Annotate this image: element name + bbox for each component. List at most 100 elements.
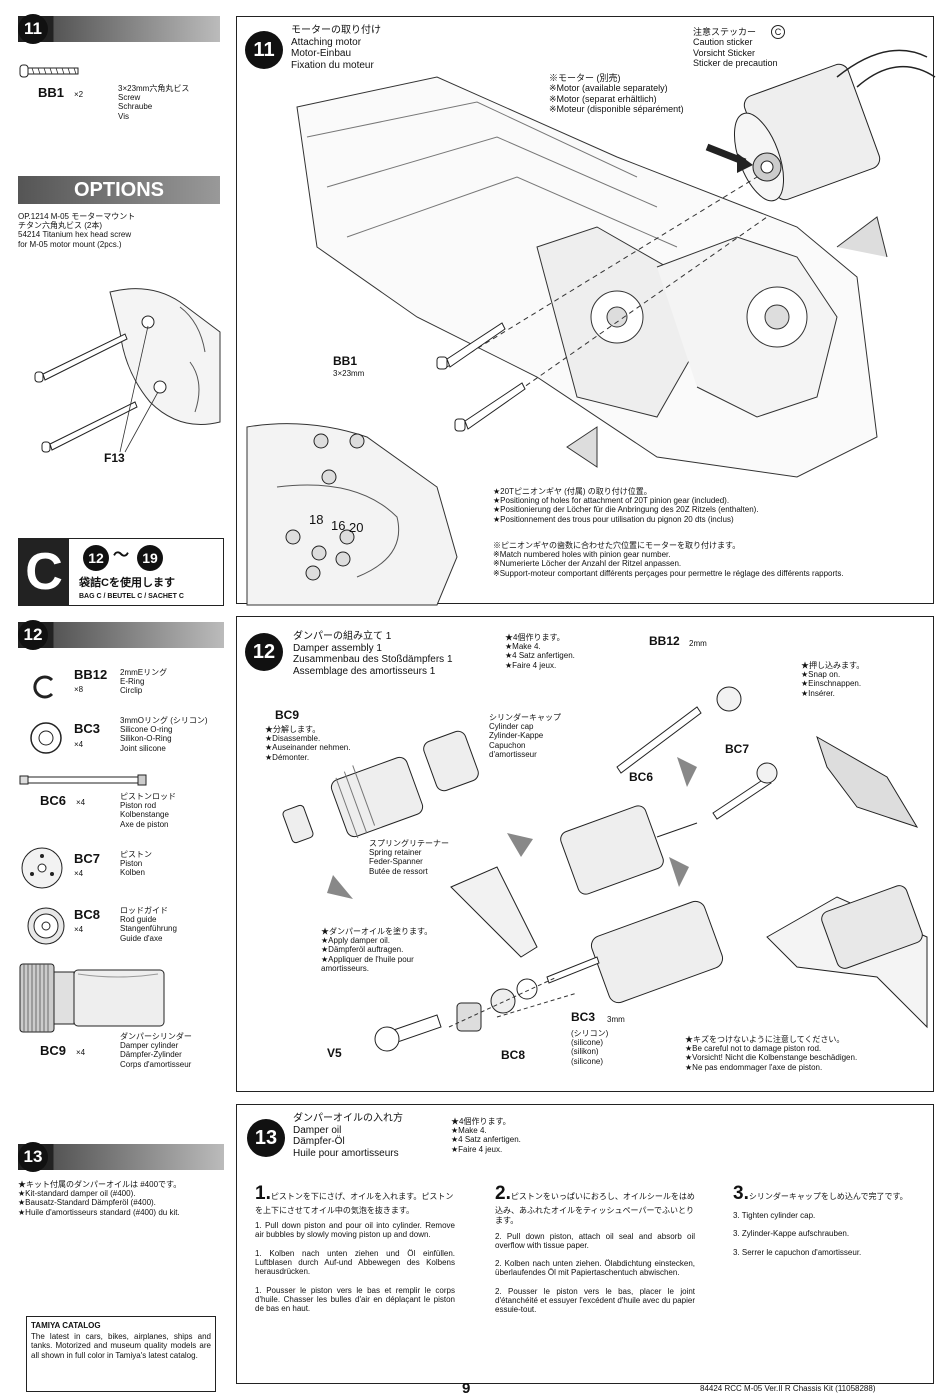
panel12-bc3: BC3 xyxy=(571,1010,596,1024)
pinion-match-note: ※ピニオンギヤの歯数に合わせた穴位置にモーターを取り付けます。 ※Match n… xyxy=(493,541,844,578)
options-illustration xyxy=(34,288,221,453)
e-ring-icon xyxy=(33,675,54,699)
caution-sticker-text: 注意ステッカー Caution sticker Vorsicht Sticker… xyxy=(693,27,778,69)
step12-header-bar xyxy=(18,622,224,648)
apply-oil-note: ★ダンパーオイルを塗ります。 ★Apply damper oil. ★Dämpf… xyxy=(321,927,433,973)
bag-c-letter: C xyxy=(19,539,69,605)
range-start: 12 xyxy=(83,545,109,571)
disassemble-note: ★分解します。 ★Disassemble. ★Auseinander nehme… xyxy=(265,725,351,762)
oil-step-1-jp: ピストンを下にさげ、オイルを入れます。ピストンを上下にさせてオイル中の気泡を抜き… xyxy=(255,1192,454,1215)
part-bb12-qty: ×8 xyxy=(74,685,84,694)
range-end: 19 xyxy=(137,545,163,571)
panel-step13: 13 ダンパーオイルの入れ方 Damper oil Dämpfer-Öl Hui… xyxy=(236,1104,934,1384)
bag-c-jp: 袋詰Cを使用します xyxy=(79,577,175,589)
panel13-make4: ★4個作ります。 ★Make 4. ★4 Satz anfertigen. ★F… xyxy=(451,1117,521,1154)
part-bc7-desc: ピストン Piston Kolben xyxy=(120,850,152,878)
step13-header-bar xyxy=(18,1144,224,1170)
oil-step-3-num: 3. xyxy=(733,1183,749,1204)
part-bc3-code: BC3 xyxy=(74,721,101,736)
model-name: 84424 RCC M-05 Ver.II R Chassis Kit (110… xyxy=(700,1384,876,1393)
panel12-bc3-silicone: (シリコン) (silicone) (silikon) (silicone) xyxy=(571,1029,609,1066)
panel-step11: 11 モーターの取り付け Attaching motor Motor-Einba… xyxy=(236,16,936,606)
step11-number: 11 xyxy=(18,14,48,44)
panel11-title: モーターの取り付け Attaching motor Motor-Einbau F… xyxy=(291,25,381,71)
part-bc8-code: BC8 xyxy=(74,907,101,922)
panel12-number: 12 xyxy=(245,633,283,671)
panel13-number: 13 xyxy=(247,1119,285,1157)
catalog-box: TAMIYA CATALOG The latest in cars, bikes… xyxy=(26,1316,216,1392)
panel11-number: 11 xyxy=(245,31,283,69)
pinion-hole-16: 16 xyxy=(331,518,346,533)
pinion-position-note: ★20Tピニオンギヤ (付属) の取り付け位置。 ★Positioning of… xyxy=(493,487,759,524)
damper-cylinder-icon xyxy=(19,963,165,1033)
panel12-bc6: BC6 xyxy=(629,770,654,784)
oil-step-1-text: 1. Pull down piston and pour oil into cy… xyxy=(255,1221,455,1313)
motor-note: ※モーター (別売) ※Motor (available separately)… xyxy=(549,73,684,115)
panel12-v5: V5 xyxy=(327,1046,342,1060)
step12-number: 12 xyxy=(18,620,48,650)
panel-step12: 12 ダンパーの組み立て 1 Damper assembly 1 Zusamme… xyxy=(236,616,934,1092)
pinion-hole-18: 18 xyxy=(309,512,324,527)
bag-c-box: C 12 ～ 19 袋詰Cを使用します BAG C / BEUTEL C / S… xyxy=(18,538,224,606)
panel12-bb12: BB12 xyxy=(649,634,680,648)
part-bb12-desc: 2mmEリング E-Ring Circlip xyxy=(120,668,168,696)
range-sep: ～ xyxy=(113,547,130,564)
piston-icon xyxy=(21,847,63,889)
panel12-bb12-size: 2mm xyxy=(689,639,707,648)
bag-c-multi: BAG C / BEUTEL C / SACHET C xyxy=(79,593,184,600)
options-title: OPTIONS xyxy=(18,176,220,204)
bb1-desc: 3×23mm六角丸ビス Screw Schraube Vis xyxy=(118,84,190,121)
rod-guide-icon xyxy=(27,907,65,945)
panel11-bb1-size: 3×23mm xyxy=(333,369,365,378)
panel12-make4: ★4個作ります。 ★Make 4. ★4 Satz anfertigen. ★F… xyxy=(505,633,575,670)
o-ring-icon xyxy=(30,722,62,754)
part-bc9-desc: ダンパーシリンダー Damper cylinder Dämpfer-Zylind… xyxy=(120,1032,192,1069)
oil-step-2-text: 2. Pull down piston, attach oil seal and… xyxy=(495,1231,695,1315)
panel12-bc3-size: 3mm xyxy=(607,1015,625,1024)
part-bc9-qty: ×4 xyxy=(76,1048,86,1057)
oil-step-3: 3.シリンダーキャップをしめ込んで完了です。 3. Tighten cylind… xyxy=(733,1183,923,1257)
step13-oil-note: ★キット付属のダンパーオイルは #400です。 ★Kit-standard da… xyxy=(18,1180,182,1217)
panel12-bc7: BC7 xyxy=(725,742,750,756)
motor-chassis-illustration xyxy=(246,49,936,606)
part-bc7-code: BC7 xyxy=(74,851,101,866)
part-bc6-qty: ×4 xyxy=(76,798,86,807)
oil-step-2-num: 2. xyxy=(495,1183,511,1204)
bb1-code: BB1 xyxy=(38,85,65,100)
part-bb12-code: BB12 xyxy=(74,667,108,682)
panel12-bc9: BC9 xyxy=(275,708,300,722)
part-bc9-code: BC9 xyxy=(40,1043,67,1058)
part-bc3-qty: ×4 xyxy=(74,740,84,749)
screw-icon xyxy=(19,64,79,78)
catalog-title: TAMIYA CATALOG xyxy=(31,1321,101,1330)
step13-number: 13 xyxy=(18,1142,48,1172)
page-number: 9 xyxy=(462,1380,471,1397)
caution-sticker-letter: C xyxy=(771,25,785,39)
bb1-qty: ×2 xyxy=(74,90,84,99)
panel11-bb1: BB1 xyxy=(333,354,358,368)
damper-assembly-illustration xyxy=(282,686,928,1052)
step11-header-bar xyxy=(18,16,220,42)
pinion-hole-20: 20 xyxy=(349,520,364,535)
part-bc8-desc: ロッドガイド Rod guide Stangenführung Guide d'… xyxy=(120,906,177,943)
spring-retainer-label: スプリングリテーナー Spring retainer Feder-Spanner… xyxy=(369,839,449,876)
panel12-bc8: BC8 xyxy=(501,1048,526,1062)
part-bc8-qty: ×4 xyxy=(74,925,84,934)
part-bc6-desc: ピストンロッド Piston rod Kolbenstange Axe de p… xyxy=(120,792,176,829)
catalog-text: The latest in cars, bikes, airplanes, sh… xyxy=(31,1332,211,1360)
oil-step-1-num: 1. xyxy=(255,1183,271,1204)
oil-step-2: 2.ピストンをいっぱいにおろし、オイルシールをはめ込み、あふれたオイルをティッシ… xyxy=(495,1183,695,1314)
careful-note: ★キズをつけないように注意してください。 ★Be careful not to … xyxy=(685,1035,858,1072)
options-text: OP.1214 M-05 モーターマウント チタン六角丸ビス (2本) 5421… xyxy=(18,212,136,249)
cylinder-cap-label: シリンダーキャップ Cylinder cap Zylinder-Kappe Ca… xyxy=(489,713,561,759)
f13-label: F13 xyxy=(104,451,125,465)
oil-step-2-jp: ピストンをいっぱいにおろし、オイルシールをはめ込み、あふれたオイルをティッシュペ… xyxy=(495,1192,695,1226)
part-bc3-desc: 3mmOリング (シリコン) Silicone O-ring Silikon-O… xyxy=(120,716,208,753)
oil-step-3-text: 3. Tighten cylinder cap. 3. Zylinder-Kap… xyxy=(733,1210,862,1257)
panel12-title: ダンパーの組み立て 1 Damper assembly 1 Zusammenba… xyxy=(293,631,453,677)
part-bc6-code: BC6 xyxy=(40,793,67,808)
part-bc7-qty: ×4 xyxy=(74,869,84,878)
snap-on-note: ★押し込みます。 ★Snap on. ★Einschnappen. ★Insér… xyxy=(801,661,865,698)
oil-step-1: 1.ピストンを下にさげ、オイルを入れます。ピストンを上下にさせてオイル中の気泡を… xyxy=(255,1183,455,1313)
piston-rod-icon xyxy=(19,774,147,786)
